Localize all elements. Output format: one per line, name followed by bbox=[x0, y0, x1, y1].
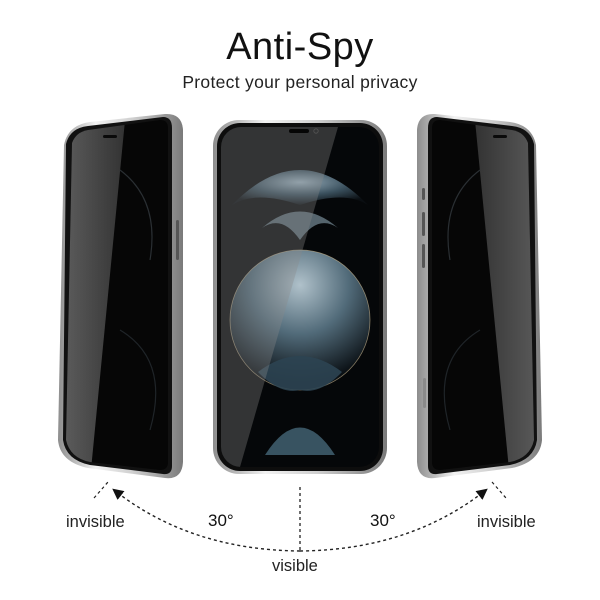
left-arc-arrow bbox=[112, 488, 301, 552]
right-arc-arrow bbox=[299, 488, 488, 552]
left-phone bbox=[58, 113, 183, 479]
right-angle-label: 30° bbox=[370, 511, 396, 530]
left-tick bbox=[93, 481, 109, 499]
left-angle-label: 30° bbox=[208, 511, 234, 530]
left-invisible-label: invisible bbox=[66, 513, 125, 531]
right-phone bbox=[417, 113, 542, 479]
page-subtitle: Protect your personal privacy bbox=[182, 72, 418, 92]
viewing-angle-diagram bbox=[93, 481, 507, 552]
right-tick bbox=[491, 481, 507, 499]
page-title: Anti-Spy bbox=[226, 26, 374, 68]
center-phone bbox=[213, 120, 387, 474]
right-invisible-label: invisible bbox=[477, 513, 536, 531]
visible-label: visible bbox=[272, 557, 318, 575]
